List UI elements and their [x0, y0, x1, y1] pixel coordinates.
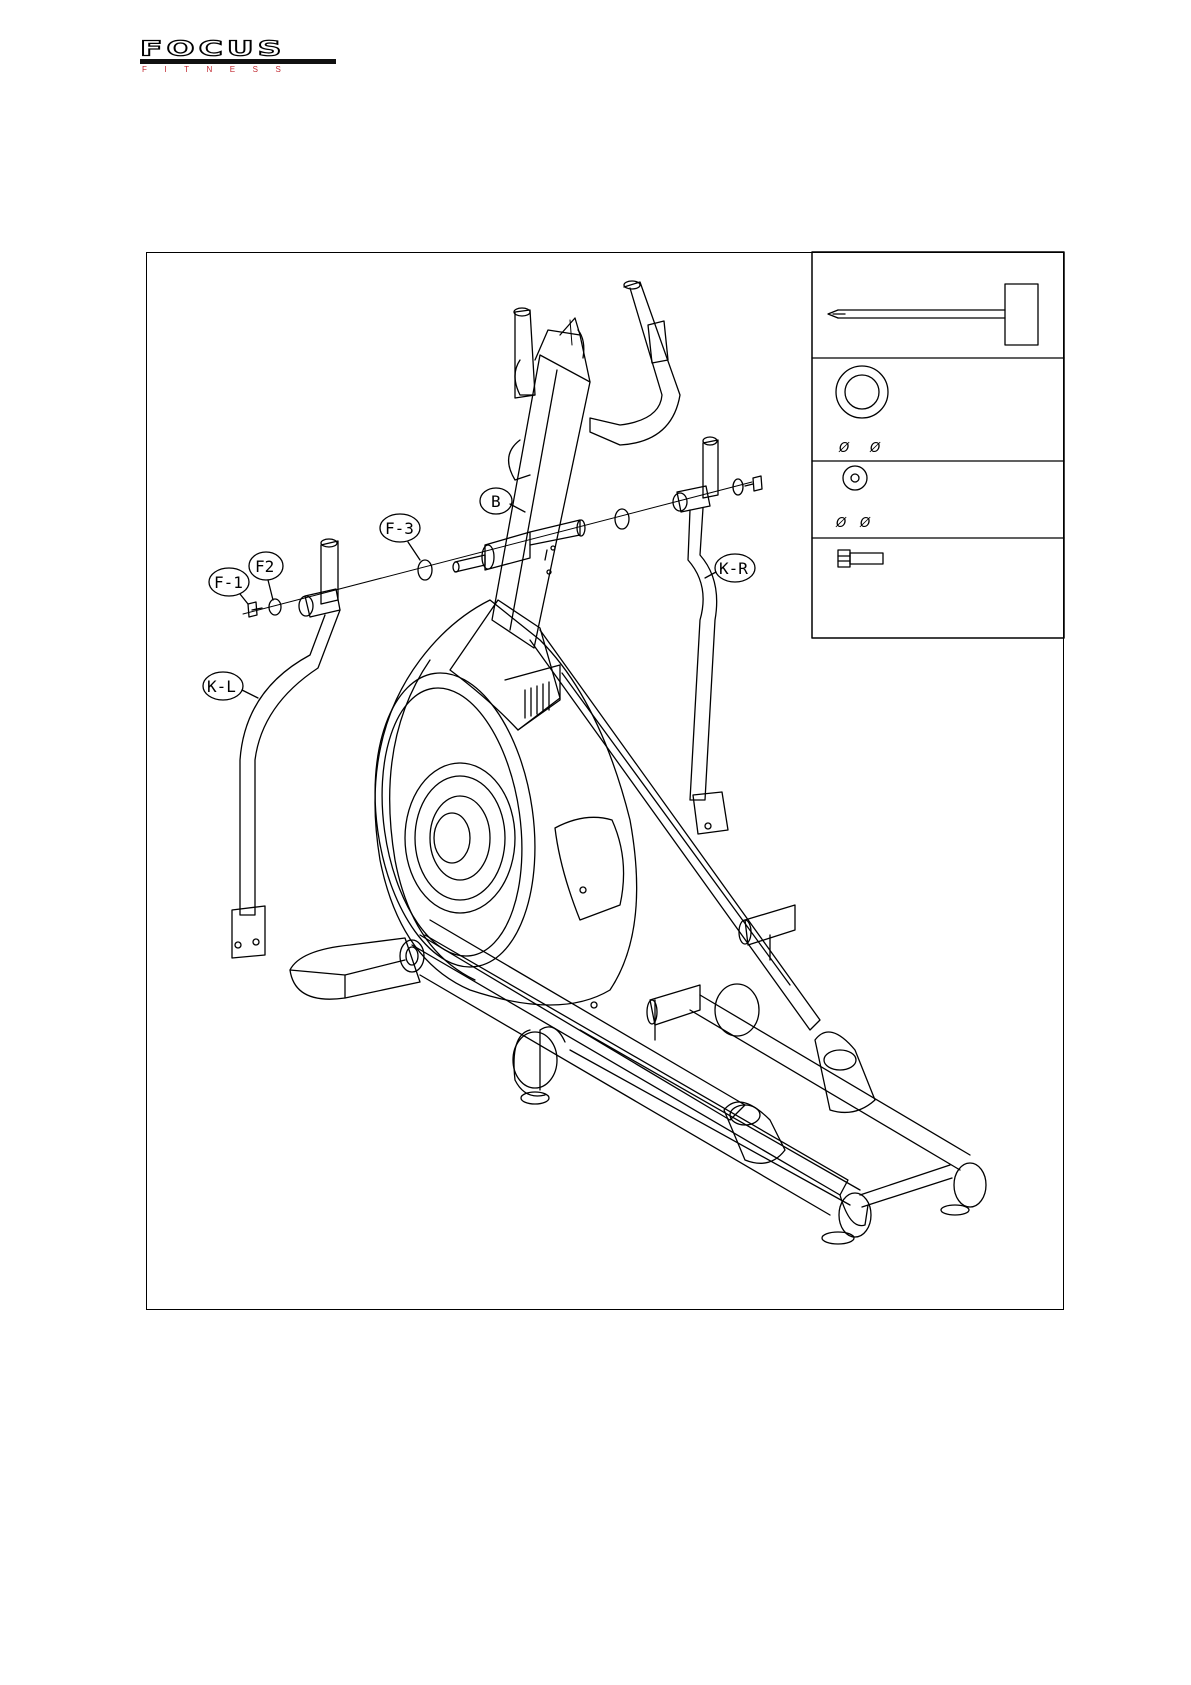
- callout-f1: F-1: [209, 568, 249, 604]
- small-washer-outer-dia: Ø: [859, 516, 871, 531]
- large-washer-outer-dia: Ø: [869, 441, 881, 456]
- bolt-icon: [838, 550, 883, 567]
- callout-f3: F-3: [380, 514, 420, 560]
- callout-kl-label: K-L: [207, 677, 236, 696]
- callout-kr-label: K-R: [719, 559, 748, 578]
- right-moving-arm: [673, 437, 728, 834]
- flywheel-housing: [357, 600, 637, 1008]
- large-washer-inner-dia: Ø: [838, 441, 850, 456]
- large-washer-icon: [836, 366, 888, 418]
- callout-f1-label: F-1: [214, 573, 243, 592]
- small-washer-inner-dia: Ø: [835, 516, 847, 531]
- parts-panel: [812, 252, 1064, 638]
- callout-f3-label: F-3: [385, 519, 414, 538]
- left-moving-arm: [232, 539, 340, 958]
- rear-stabilizer: [290, 938, 424, 999]
- washer-right-inner: [615, 509, 629, 529]
- callout-kl: K-L: [203, 672, 258, 700]
- allen-key-icon: [828, 284, 1038, 345]
- callout-f2: F2: [249, 552, 283, 600]
- static-handlebar: [509, 281, 680, 480]
- pedal-arms: [420, 630, 875, 1163]
- callout-b: B: [480, 488, 525, 514]
- callout-f2-label: F2: [255, 557, 274, 576]
- upright-mast: [492, 318, 590, 648]
- axle-housing: [453, 520, 585, 572]
- small-washer-icon: [843, 466, 867, 490]
- washer-f3-left: [418, 560, 432, 580]
- callout-b-label: B: [491, 492, 501, 511]
